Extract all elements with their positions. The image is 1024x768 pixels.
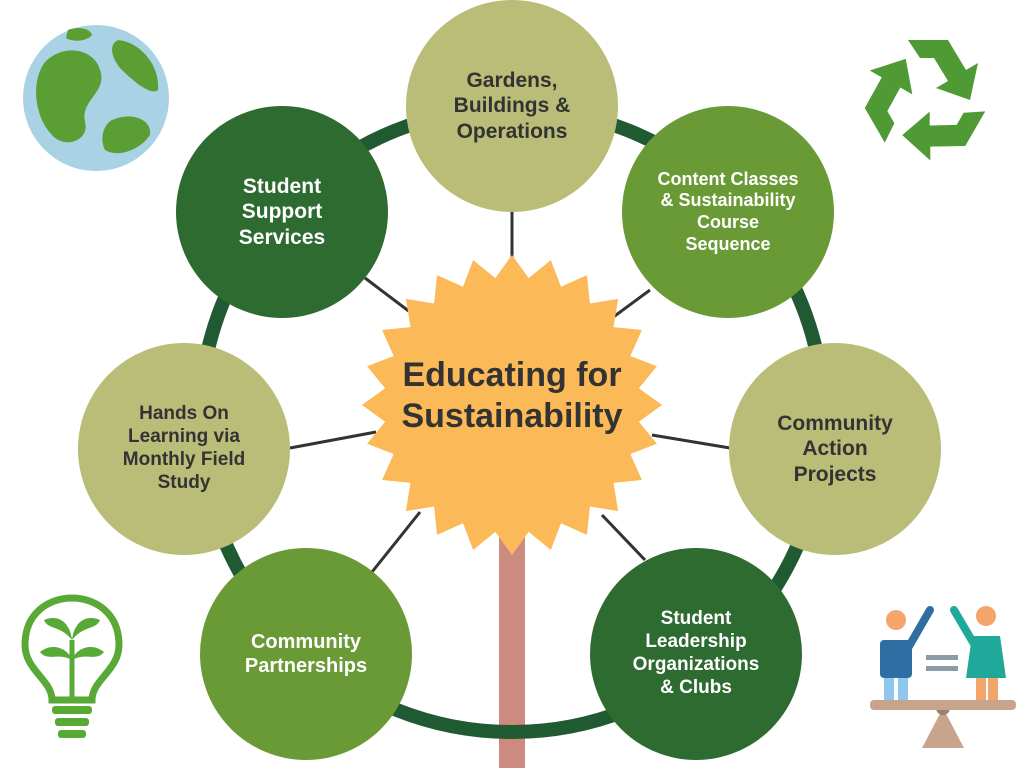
node-content-label: Content Classes & Sustainability Course … [657,169,798,255]
connector-action [651,433,731,450]
node-student-leadership: Student Leadership Organizations & Clubs [590,548,802,760]
node-gardens-buildings-operations: Gardens, Buildings & Operations [406,0,618,212]
node-leadership-label: Student Leadership Organizations & Clubs [633,608,760,699]
node-content-line-1: Content Classes [657,168,799,189]
node-content-line-4: Sequence [685,233,771,254]
node-hands-on-learning: Hands On Learning via Monthly Field Stud… [78,343,290,555]
center-title: Educating for Sustainability [372,355,652,438]
connector-partnerships [370,511,422,573]
node-community-partnerships: Community Partnerships [200,548,412,760]
node-gardens-label: Gardens, Buildings & Operations [454,68,571,144]
node-support-label: Student Support Services [239,174,325,250]
node-partnerships-label: Community Partnerships [245,630,367,678]
center-title-line-2: Sustainability [401,397,623,436]
connector-leadership [600,513,647,562]
node-partnerships-line-1: Community [250,631,361,653]
node-gardens-line-3: Operations [456,119,568,143]
center-title-line-1: Educating for [402,356,622,394]
node-handson-line-1: Hands On [139,403,229,425]
node-community-action-projects: Community Action Projects [729,343,941,555]
node-support-line-3: Services [238,225,326,249]
node-action-label: Community Action Projects [777,411,893,487]
node-leadership-line-1: Student [660,608,732,630]
lightbulb-plant-icon [21,594,123,738]
recycle-icon [864,40,986,161]
node-student-support-services: Student Support Services [176,106,388,318]
node-gardens-line-1: Gardens, [466,69,558,93]
node-support-line-1: Student [242,175,322,199]
node-action-line-2: Action [802,437,868,461]
node-action-line-3: Projects [793,462,877,486]
center-starburst [362,255,662,555]
connector-handson [289,430,377,450]
node-gardens-line-2: Buildings & [453,94,571,118]
node-handson-line-3: Monthly Field [122,449,246,470]
connector-content [611,288,651,320]
node-support-line-2: Support [241,200,323,224]
node-content-line-2: & Sustainability [660,190,796,211]
node-handson-line-2: Learning via [128,426,240,448]
node-action-line-1: Community [777,412,893,436]
node-leadership-line-2: Leadership [645,631,747,653]
node-leadership-line-3: Organizations [632,654,760,675]
node-handson-line-4: Study [157,471,211,493]
connector-support [364,276,411,314]
globe-icon [23,25,169,171]
node-content-line-3: Course [696,212,759,232]
node-content-classes: Content Classes & Sustainability Course … [622,106,834,318]
node-handson-label: Hands On Learning via Monthly Field Stud… [123,403,245,494]
equality-scale-icon [870,606,1016,748]
node-partnerships-line-2: Partnerships [244,655,368,677]
node-leadership-line-4: & Clubs [660,676,732,698]
